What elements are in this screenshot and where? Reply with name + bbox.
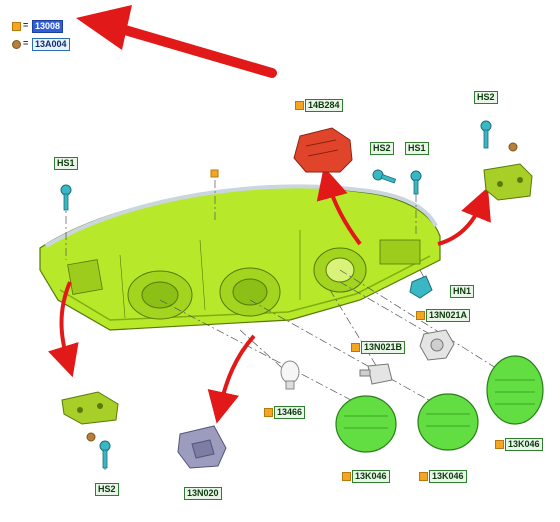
control-module-14B284	[293, 127, 353, 173]
screw-hs2-right	[480, 120, 492, 149]
bracket-left	[61, 391, 119, 425]
nut-right	[508, 142, 518, 152]
screw-hs2-mid	[372, 169, 397, 184]
legend-code-13A004[interactable]: 13A004	[32, 38, 70, 51]
marker-13N021B	[351, 343, 360, 352]
marker-13K046-mid	[419, 472, 428, 481]
bracket-13N020	[177, 425, 227, 469]
label-hs2-mid[interactable]: HS2	[370, 142, 394, 155]
callout-arrow	[76, 5, 277, 78]
bracket-right	[483, 163, 533, 201]
marker-13466	[264, 408, 273, 417]
label-13K046-right[interactable]: 13K046	[505, 438, 543, 451]
screw-hs2-bottom	[99, 440, 111, 469]
label-13N020[interactable]: 13N020	[184, 487, 222, 500]
label-hs1-left[interactable]: HS1	[54, 157, 78, 170]
cover-13K046-mid	[417, 393, 479, 451]
bulb-13466	[280, 360, 300, 390]
legend-eq-1: =	[23, 20, 29, 30]
label-13K046-mid[interactable]: 13K046	[429, 470, 467, 483]
label-13K046-left[interactable]: 13K046	[352, 470, 390, 483]
cover-13K046-left	[335, 395, 397, 453]
legend-code-13008[interactable]: 13008	[32, 20, 64, 33]
clip-hn1	[409, 275, 433, 299]
label-13466[interactable]: 13466	[274, 406, 306, 419]
headlamp-housing	[39, 184, 441, 331]
screw-hs1-left	[60, 184, 72, 211]
label-14B284[interactable]: 14B284	[305, 99, 343, 112]
legend-dot-marker	[12, 40, 21, 49]
nut-bottom	[86, 432, 96, 442]
marker-13K046-right	[495, 440, 504, 449]
label-13N021A[interactable]: 13N021A	[426, 309, 471, 322]
socket-13N021B	[359, 363, 393, 385]
socket-13N021A	[419, 329, 455, 361]
screw-hs1-mid	[410, 170, 422, 195]
label-hs2-right[interactable]: HS2	[474, 91, 498, 104]
label-hs2-bottom[interactable]: HS2	[95, 483, 119, 496]
legend-square-marker	[12, 22, 21, 31]
assembly-lines	[65, 178, 516, 470]
label-13N021B[interactable]: 13N021B	[361, 341, 406, 354]
cover-13K046-right	[486, 355, 544, 425]
marker-14B284	[295, 101, 304, 110]
legend-eq-2: =	[23, 38, 29, 48]
marker-13N021A	[416, 311, 425, 320]
part-marker	[210, 169, 219, 178]
label-hs1-mid[interactable]: HS1	[405, 142, 429, 155]
move-arrows	[48, 166, 491, 424]
label-hn1[interactable]: HN1	[450, 285, 475, 298]
marker-13K046-left	[342, 472, 351, 481]
